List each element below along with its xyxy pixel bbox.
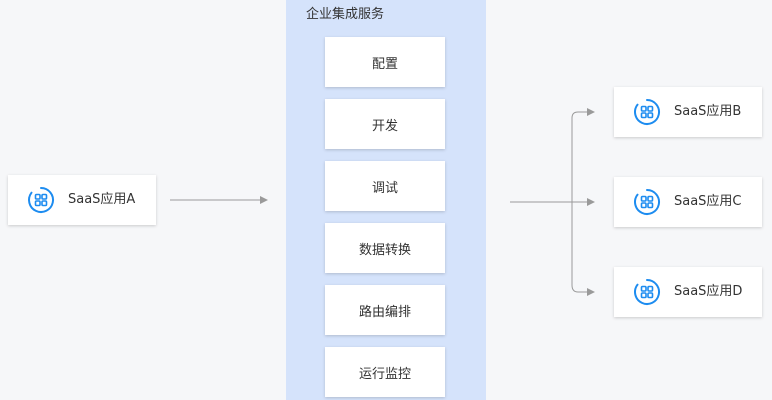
app-grid-icon <box>634 99 661 125</box>
service-step-runtime-monitoring[interactable]: 运行监控 <box>325 347 445 397</box>
saas-app-b-label: SaaS应用B <box>674 104 742 119</box>
saas-app-b-card[interactable]: SaaS应用B <box>614 87 762 137</box>
app-grid-icon <box>28 187 55 213</box>
saas-app-a-label: SaaS应用A <box>68 192 136 207</box>
saas-app-d-card[interactable]: SaaS应用D <box>614 267 762 317</box>
service-step-debug[interactable]: 调试 <box>325 161 445 211</box>
service-step-route-orchestration[interactable]: 路由编排 <box>325 285 445 335</box>
saas-app-c-label: SaaS应用C <box>674 194 742 209</box>
service-step-data-transform[interactable]: 数据转换 <box>325 223 445 273</box>
service-step-config[interactable]: 配置 <box>325 37 445 87</box>
saas-app-c-card[interactable]: SaaS应用C <box>614 177 762 227</box>
arrow-service-to-b <box>571 108 595 202</box>
saas-app-a-card[interactable]: SaaS应用A <box>8 175 156 225</box>
app-grid-icon <box>634 279 661 305</box>
enterprise-integration-service-panel: 企业集成服务 配置 开发 调试 数据转换 路由编排 运行监控 <box>286 0 486 400</box>
service-panel-title: 企业集成服务 <box>306 7 385 22</box>
saas-app-d-label: SaaS应用D <box>674 284 743 299</box>
service-step-develop[interactable]: 开发 <box>325 99 445 149</box>
app-grid-icon <box>634 189 661 215</box>
arrow-service-to-d <box>571 202 595 296</box>
